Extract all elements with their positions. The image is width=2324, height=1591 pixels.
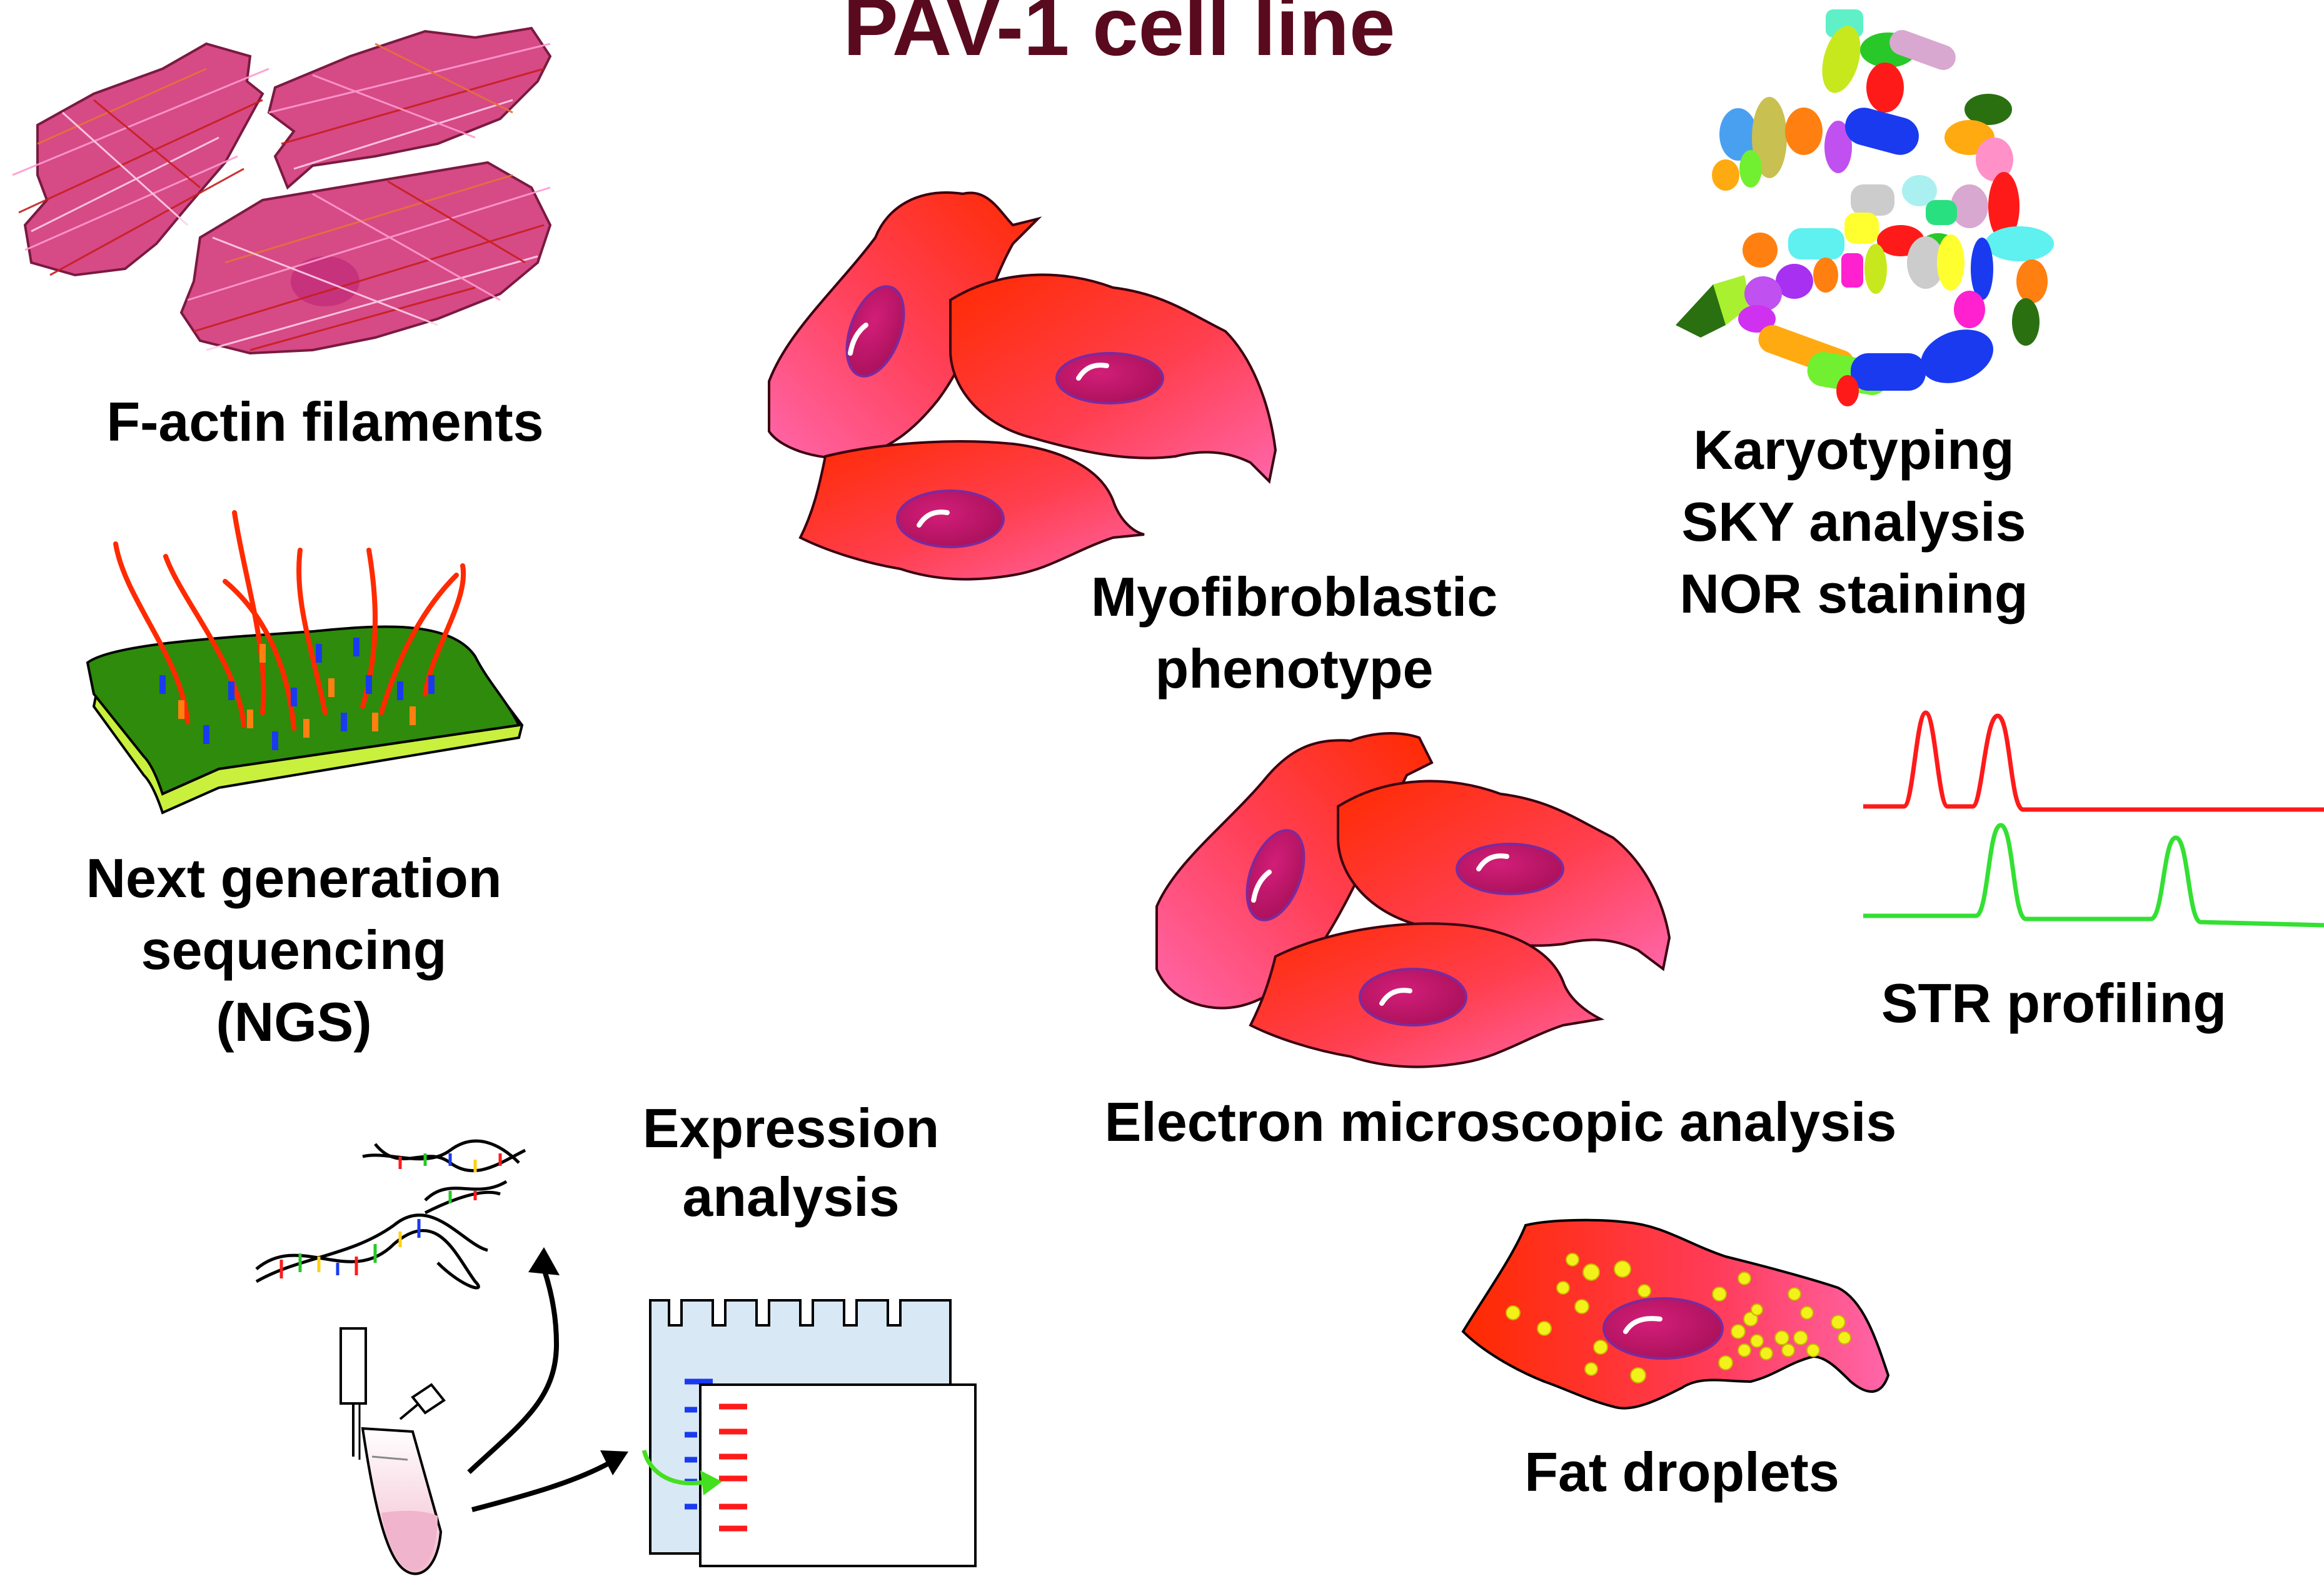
ngs-label-line2: sequencing — [141, 919, 447, 981]
factin-cells-illustration — [12, 26, 552, 355]
myofibro-label-line2: phenotype — [1155, 638, 1434, 700]
str-red-trace — [1863, 710, 2324, 812]
factin-label: F-actin filaments — [106, 391, 543, 453]
myofibroblast-cells-illustration — [768, 191, 1277, 581]
myofibro-label-line1: Myofibroblastic — [1091, 566, 1497, 628]
expression-label-line2: analysis — [682, 1166, 899, 1228]
str-label: STR profiling — [1881, 972, 2226, 1034]
ngs-label-line1: Next generation — [86, 847, 501, 909]
em-cells-illustration — [1155, 732, 1671, 1068]
fat-label: Fat droplets — [1524, 1441, 1839, 1503]
karyo-label-line3: NOR staining — [1679, 563, 2028, 625]
arrow-to-dna — [467, 1247, 560, 1474]
fat-droplets-cell-illustration — [1461, 1218, 1890, 1410]
ngs-label-line3: (NGS) — [216, 991, 371, 1053]
em-label: Electron microscopic analysis — [1105, 1091, 1897, 1153]
expression-label-line1: Expression — [643, 1097, 939, 1159]
figure-title: PAV-1 cell line — [843, 0, 1396, 73]
str-traces-illustration — [1863, 710, 2324, 928]
dna-strands-illustration — [255, 1139, 526, 1290]
str-green-trace — [1863, 823, 2324, 928]
karyotype-chromosomes-illustration — [1676, 9, 2054, 406]
arrow-to-gel — [471, 1450, 628, 1512]
ngs-flowcell-illustration — [86, 510, 524, 815]
karyo-label-line1: Karyotyping — [1693, 419, 2014, 481]
gel-blot-illustration — [641, 1299, 977, 1567]
karyo-label-line2: SKY analysis — [1681, 491, 2026, 553]
sample-tube-illustration — [340, 1327, 446, 1575]
